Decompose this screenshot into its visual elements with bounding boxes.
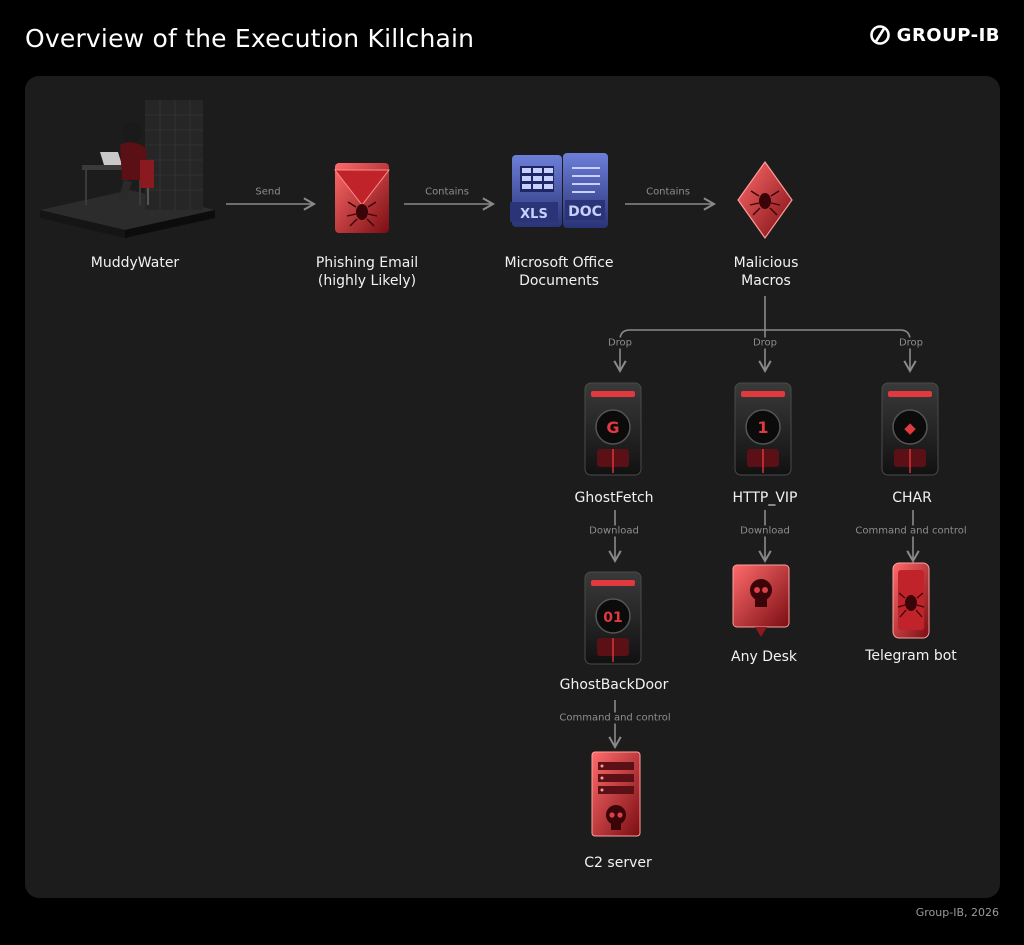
brand-logo: GROUP-IB xyxy=(869,24,1000,46)
httpvip-glyph: 1 xyxy=(757,418,768,437)
envelope-spider-icon xyxy=(333,163,391,233)
edge-label-contains-1: Contains xyxy=(422,186,472,198)
brand-name: GROUP-IB xyxy=(896,24,1000,46)
node-label-ghostbackdoor: GhostBackDoor xyxy=(559,677,669,693)
footer-credit: Group-IB, 2026 xyxy=(915,906,999,919)
malware-device-icon: G xyxy=(584,382,642,476)
edge-label-drop-2: Drop xyxy=(749,337,781,349)
xls-badge: XLS xyxy=(520,207,548,222)
edge-label-drop-3: Drop xyxy=(895,337,927,349)
malware-device-icon: 1 xyxy=(734,382,792,476)
edges xyxy=(226,197,920,750)
malware-device-icon: ◆ xyxy=(881,382,939,476)
doc-badge: DOC xyxy=(568,204,602,220)
node-label-muddywater: MuddyWater xyxy=(90,255,180,271)
ghostfetch-glyph: G xyxy=(606,418,619,437)
edge-label-contains-2: Contains xyxy=(643,186,693,198)
edge-label-cc-1: Command and control xyxy=(852,525,970,537)
edge-label-send: Send xyxy=(252,186,284,198)
edge-label-drop-1: Drop xyxy=(604,337,636,349)
hacker-desk-icon xyxy=(40,100,215,238)
group-ib-logo-icon xyxy=(869,25,890,45)
edge-label-cc-2: Command and control xyxy=(556,712,674,724)
server-skull-icon xyxy=(591,751,641,837)
page-title: Overview of the Execution Killchain xyxy=(25,24,475,53)
ghostbackdoor-glyph: 01 xyxy=(603,610,622,626)
malware-device-icon: 01 xyxy=(584,571,642,665)
char-glyph: ◆ xyxy=(904,419,916,437)
diamond-spider-icon xyxy=(737,160,793,240)
node-label-macros: Malicious Macros xyxy=(733,255,799,289)
node-label-c2: C2 server xyxy=(584,855,652,871)
node-label-char: CHAR xyxy=(892,490,932,506)
node-label-office: Microsoft Office Documents xyxy=(504,255,614,289)
node-label-telegram: Telegram bot xyxy=(865,648,957,664)
phone-spider-icon xyxy=(892,562,930,639)
node-label-anydesk: Any Desk xyxy=(731,649,797,665)
skull-monitor-icon xyxy=(732,564,790,637)
node-label-ghostfetch: GhostFetch xyxy=(574,490,654,506)
node-label-phishing: Phishing Email (highly Likely) xyxy=(315,255,419,289)
edge-label-download-2: Download xyxy=(737,525,793,537)
edge-label-download-1: Download xyxy=(586,525,642,537)
xls-doc-files-icon: DOC XLS xyxy=(510,153,608,228)
node-label-httpvip: HTTP_VIP xyxy=(732,490,798,506)
